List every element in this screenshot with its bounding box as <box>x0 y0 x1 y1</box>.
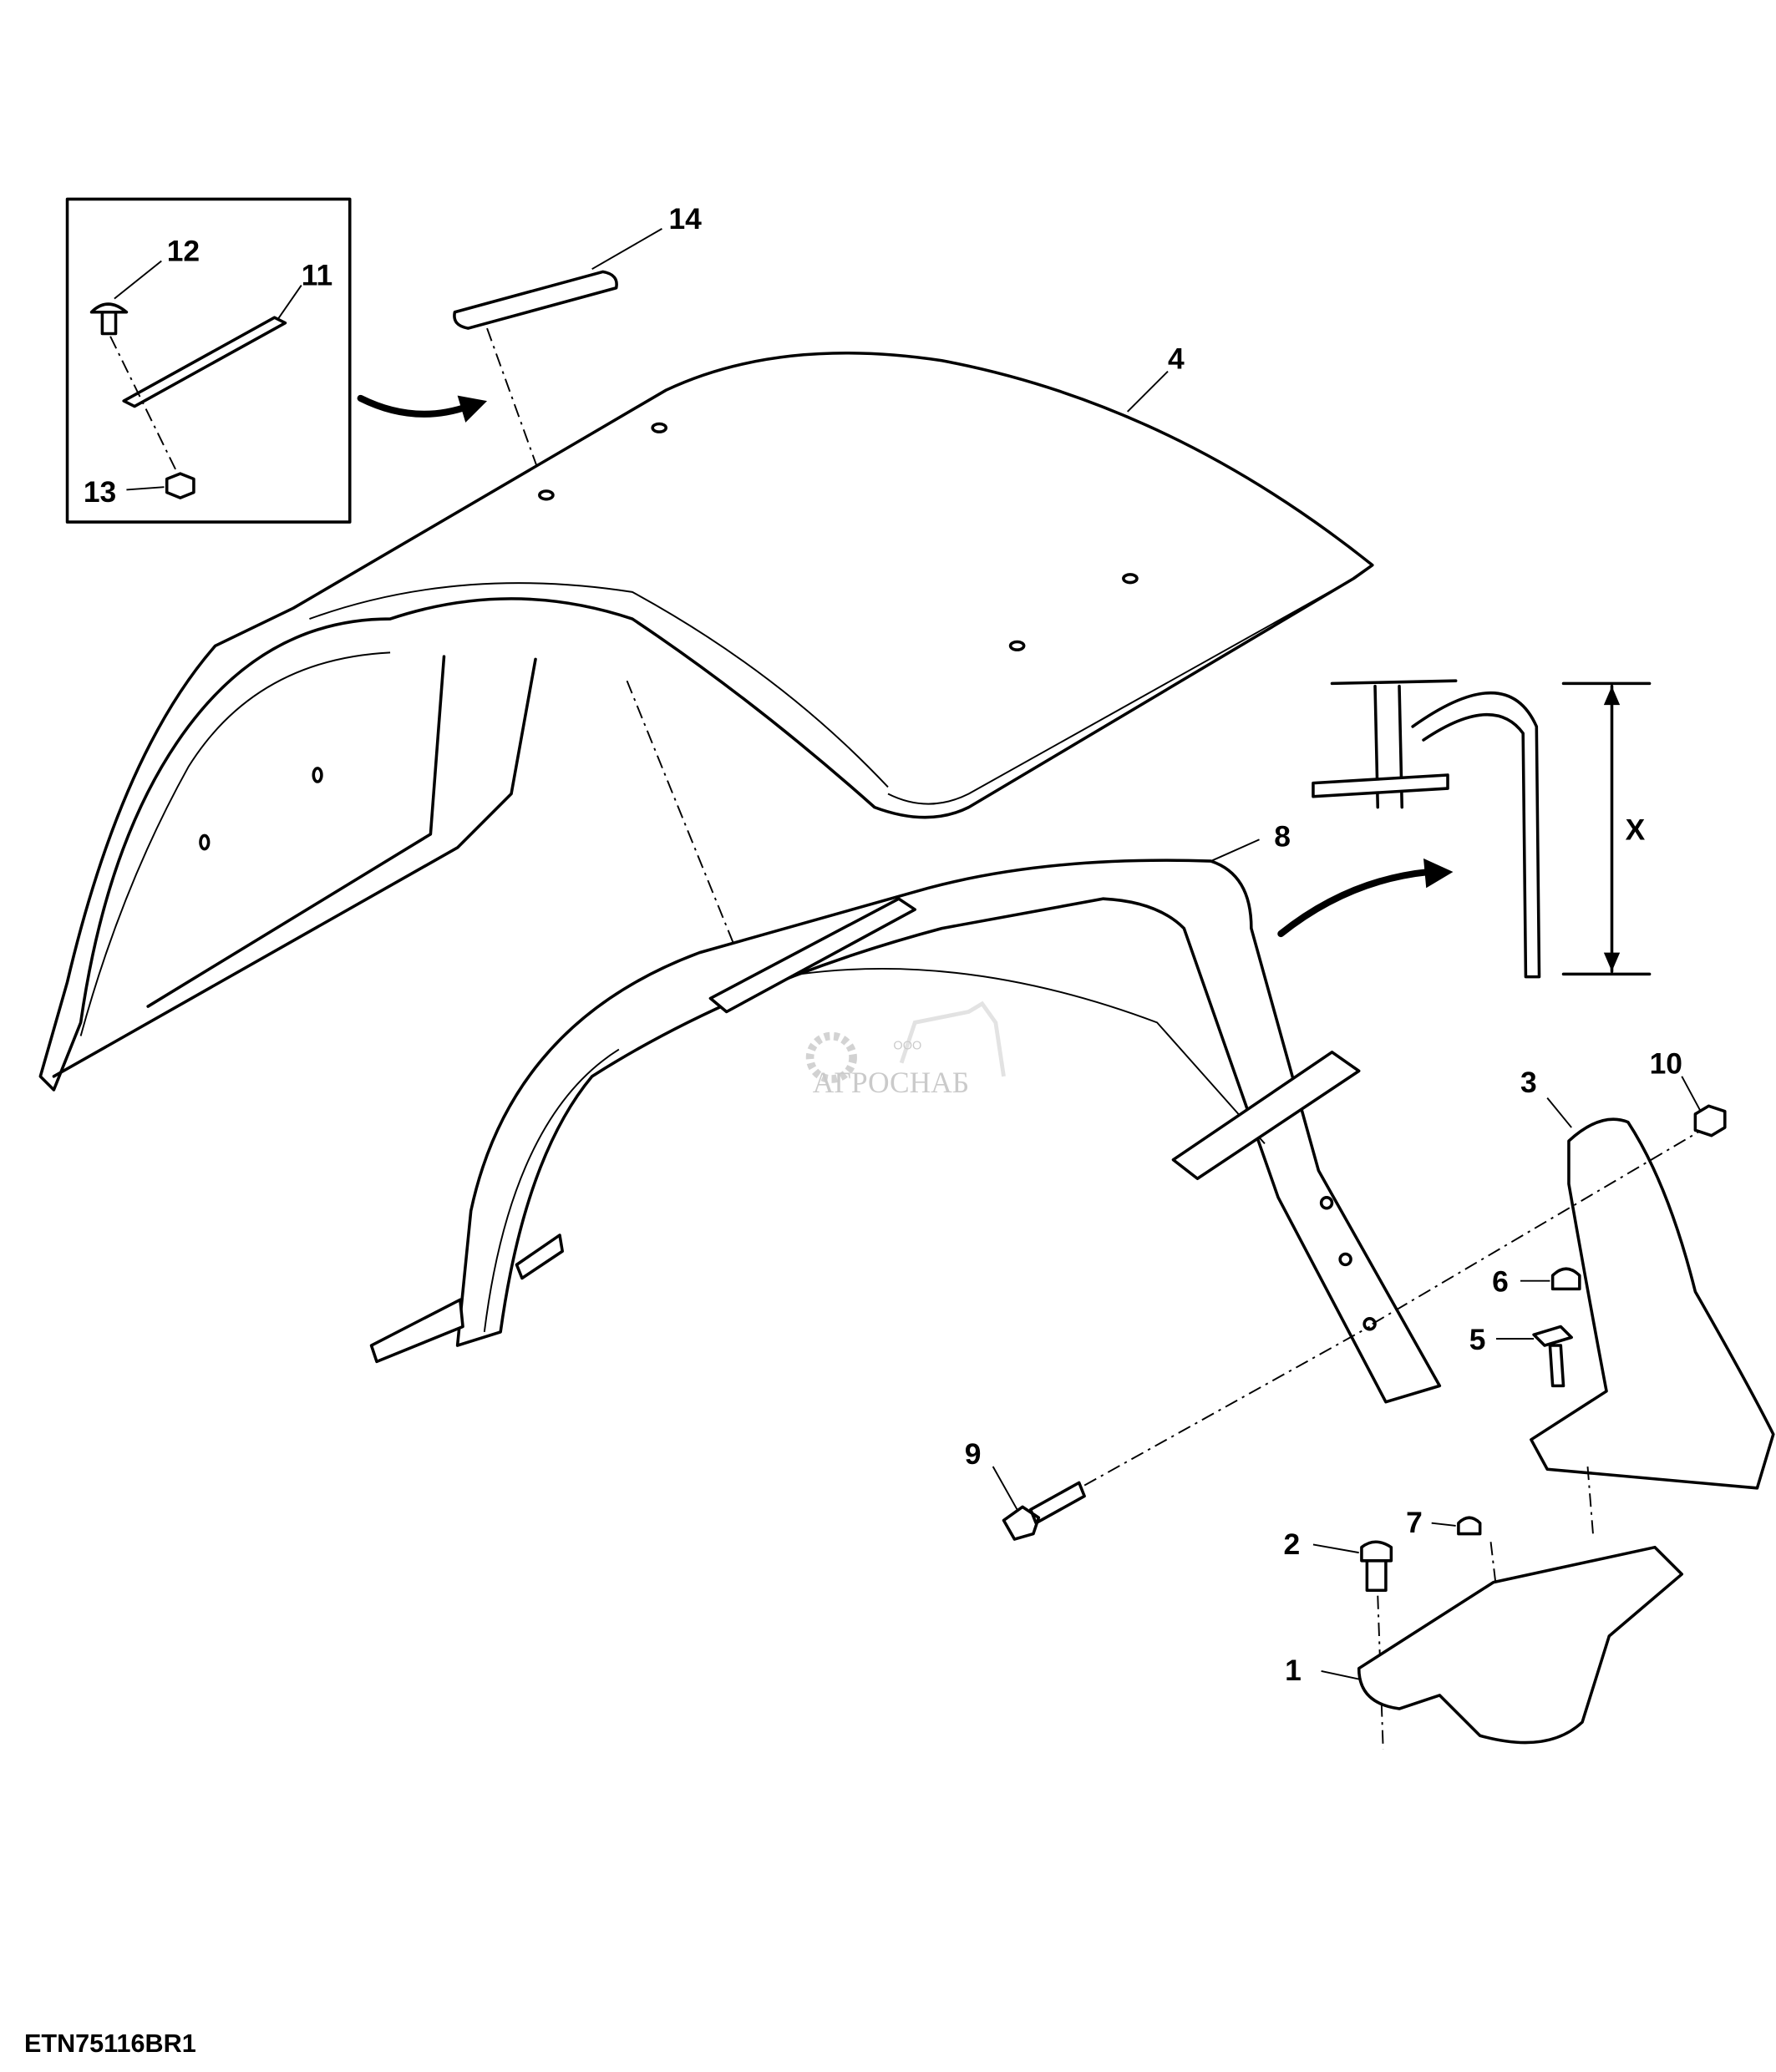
callout-13: 13 <box>84 475 116 509</box>
part-2-bolt <box>1360 1540 1393 1593</box>
part-12-carriage-bolt <box>89 302 129 336</box>
watermark-logo: ООО АГРОСНАБ <box>805 1001 1006 1099</box>
part-10-nut <box>1693 1104 1727 1137</box>
part-14-plate <box>453 270 618 330</box>
detail-x <box>1277 679 1652 979</box>
watermark-prefix: ООО <box>893 1040 921 1053</box>
part-6-plug <box>1550 1267 1581 1291</box>
part-7-plug <box>1457 1516 1482 1536</box>
part-3-step <box>1530 1117 1775 1490</box>
arrow-to-main <box>357 394 472 418</box>
part-1-bracket <box>1357 1545 1684 1745</box>
callout-3: 3 <box>1520 1066 1537 1099</box>
part-9-bolt <box>1002 1481 1086 1541</box>
callout-4: 4 <box>1168 342 1185 375</box>
callout-8: 8 <box>1274 819 1291 853</box>
callout-9: 9 <box>965 1437 982 1471</box>
callout-7: 7 <box>1406 1506 1423 1539</box>
callout-1: 1 <box>1285 1654 1302 1687</box>
inset-detail <box>65 197 488 524</box>
part-13-nut <box>165 472 195 499</box>
drawing-code: ETN75116BR1 <box>24 2029 196 2058</box>
callout-10: 10 <box>1650 1047 1682 1081</box>
callout-12: 12 <box>167 235 200 268</box>
part-5-bolt <box>1532 1325 1573 1388</box>
part-8-frame <box>369 838 1442 1404</box>
part-11-strip <box>122 316 287 408</box>
callout-11: 11 <box>302 259 332 292</box>
callout-14: 14 <box>668 202 702 236</box>
part-4-fender <box>38 351 1374 1092</box>
dimension-x: X <box>1626 813 1646 846</box>
callout-2: 2 <box>1284 1527 1301 1561</box>
callout-6: 6 <box>1492 1265 1509 1299</box>
watermark-name: АГРОСНАБ <box>813 1066 969 1099</box>
callout-5: 5 <box>1469 1323 1486 1356</box>
